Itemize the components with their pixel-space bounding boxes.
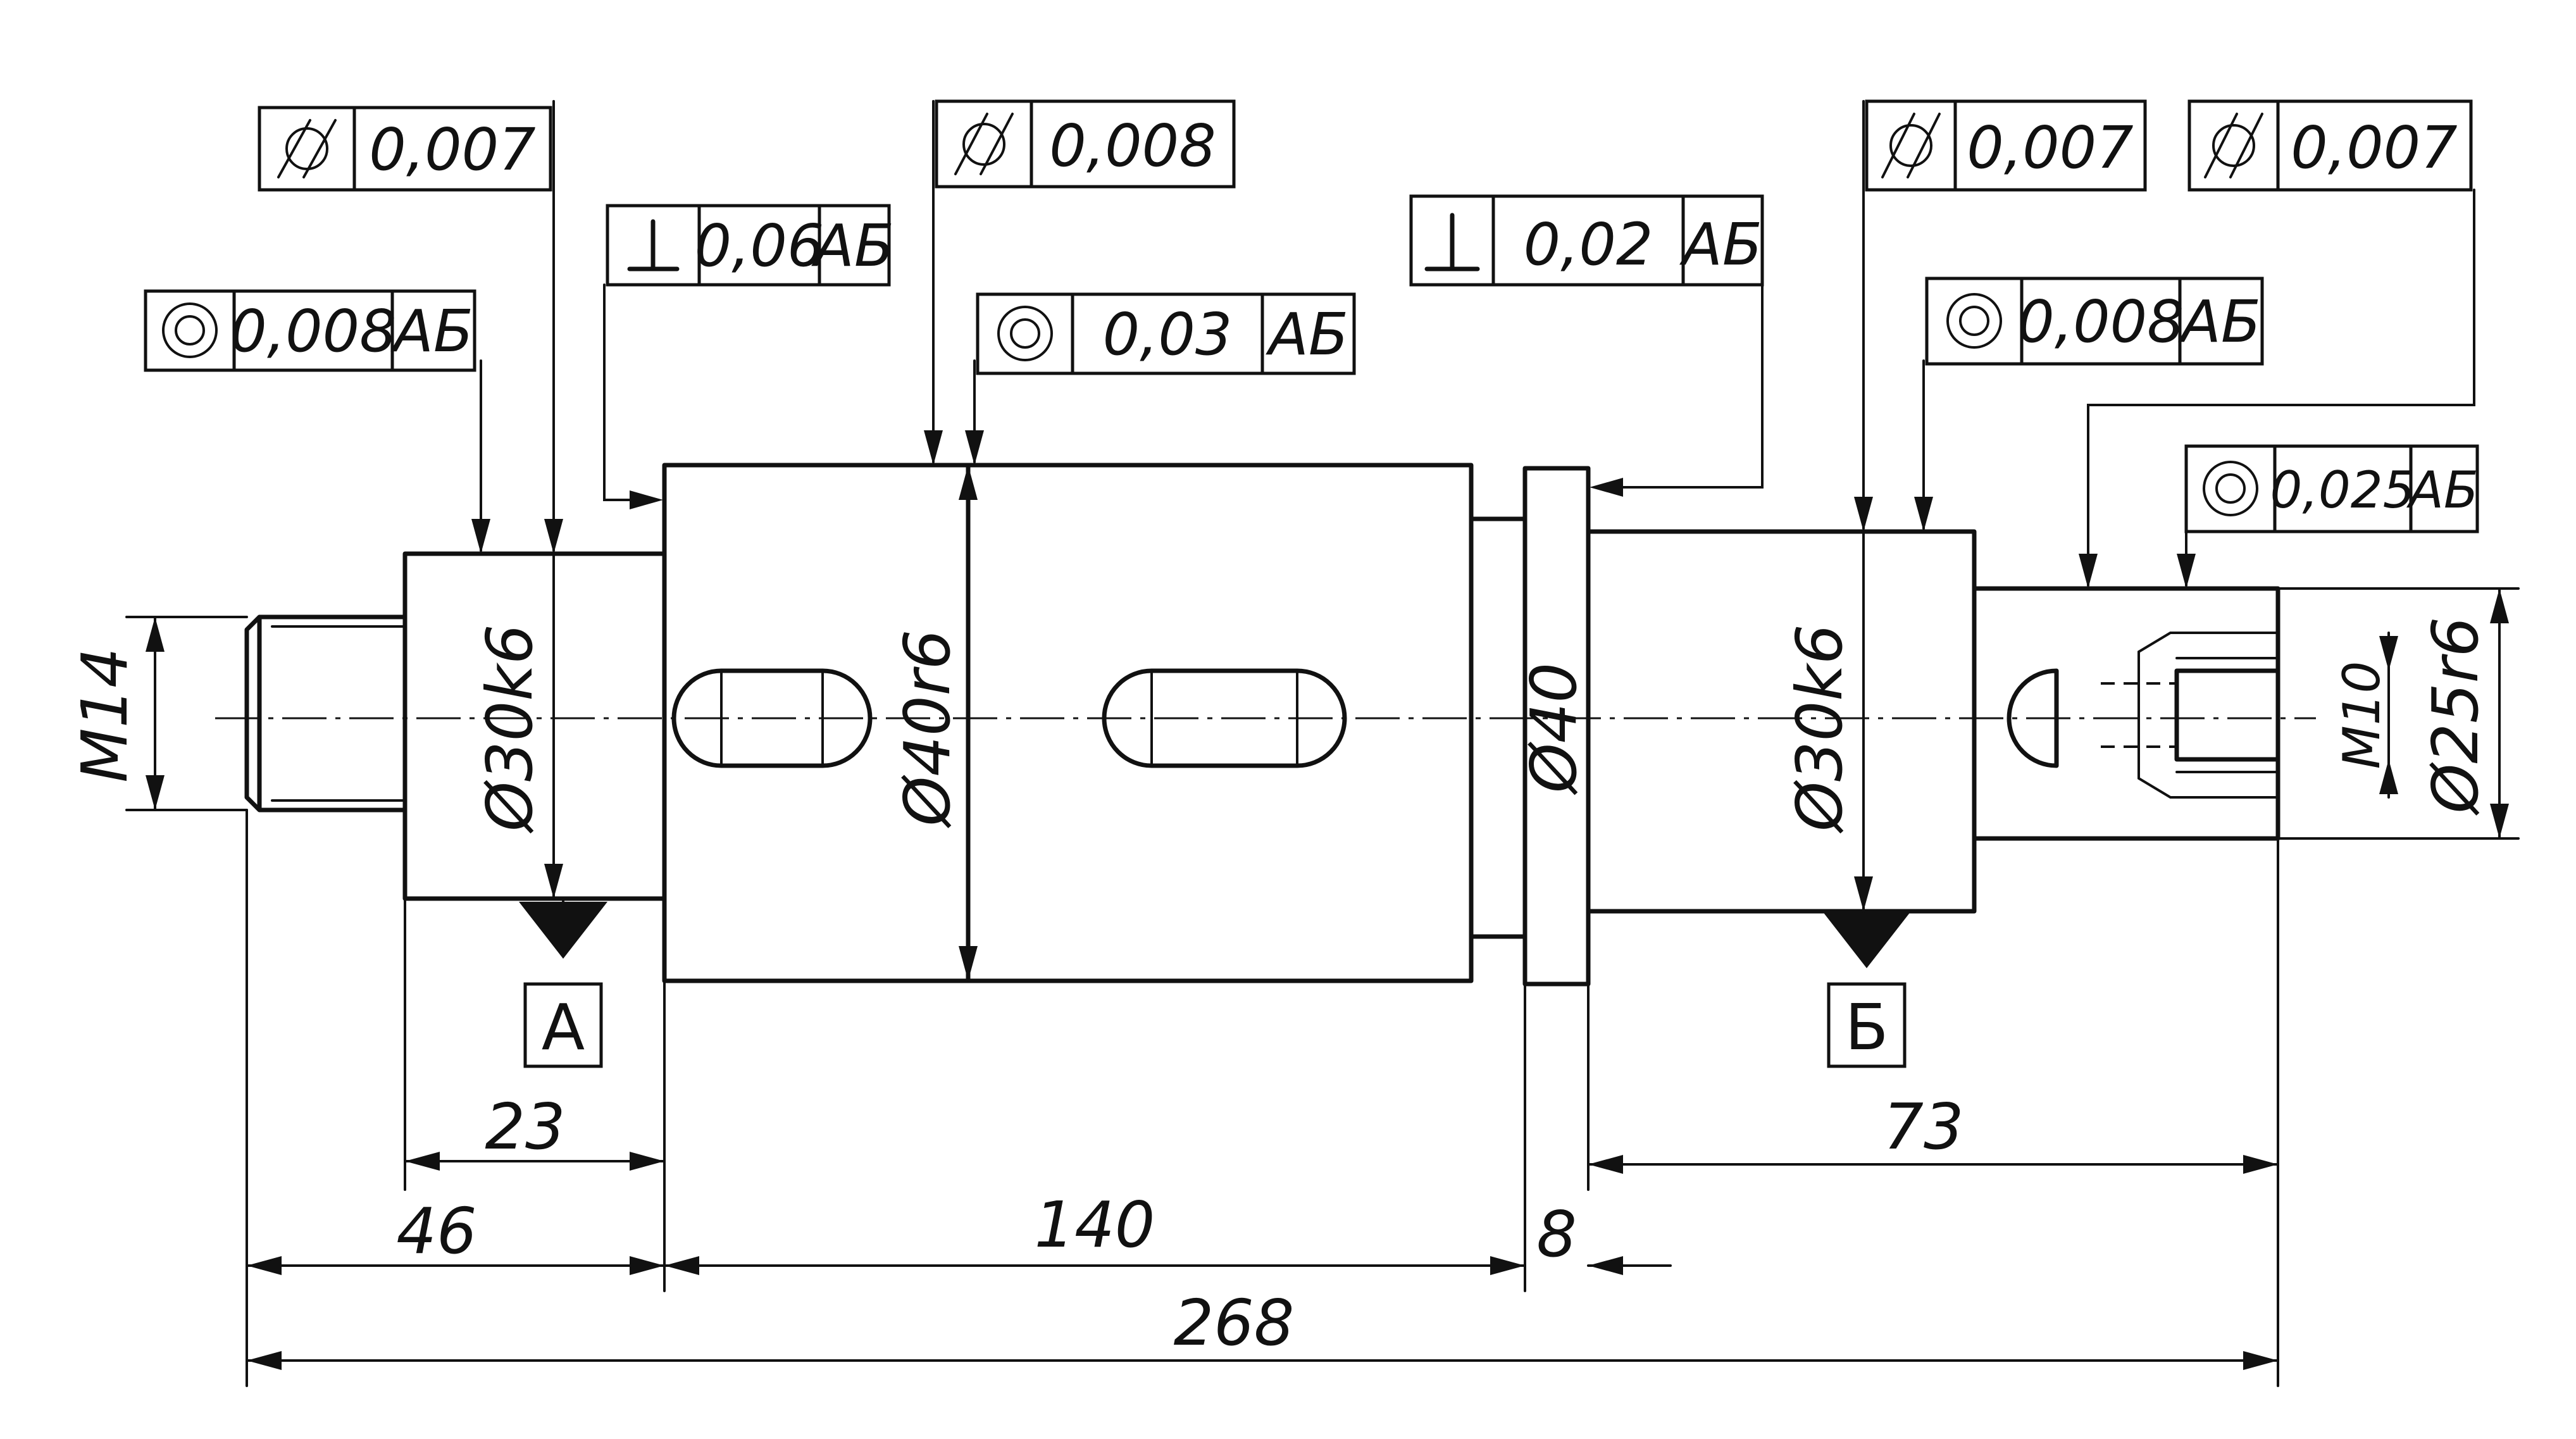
datum-a-label: А [542,990,585,1064]
dim-d40r6: Ø40r6 [890,630,964,829]
datum-a: А [519,897,607,1068]
datum-conc-right: АБ [2178,288,2261,356]
dim-268: 268 [1174,1286,1295,1360]
dim-8: 8 [1536,1197,1577,1271]
tol-conc-end: 0,025 [2270,461,2415,520]
dim-140: 140 [1035,1188,1155,1262]
perpendicularity-icon [1424,213,1480,271]
frame-conc-end: 0,025 АБ [2184,444,2479,533]
cylindricity-icon [277,119,337,178]
cylindricity-icon [1881,113,1941,178]
tol-conc-mid: 0,03 [1103,301,1233,368]
tol-perp-left: 0,06 [695,212,824,280]
concentricity-icon [162,302,218,358]
dimensions: 23 46 140 8 73 268 M14 Ø30k6 Ø40r6 Ø40 [68,464,2520,1387]
dim-d30k6-left: Ø30k6 [473,624,547,834]
concentricity-icon [2203,461,2258,516]
concentricity-icon [1946,293,2002,349]
frame-conc-mid: 0,03 АБ [976,292,1356,375]
frame-conc-left: 0,008 АБ [144,289,476,372]
tol-cyl-right1: 0,007 [1967,114,2133,182]
datum-b: Б [1822,910,1911,1068]
frame-cyl-right2: 0,007 [2187,99,2473,192]
dim-m14: M14 [68,647,142,783]
frame-cyl-right1: 0,007 [1865,99,2147,192]
leader-lines [471,100,2475,589]
datum-perp-left: АБ [811,212,894,280]
tol-cyl-left: 0,007 [369,116,535,184]
shaft-outline [215,463,2316,987]
tol-perp-right: 0,02 [1524,211,1653,278]
frame-cyl-mid: 0,008 [935,99,1236,189]
cylindricity-icon [954,113,1014,175]
tol-conc-right: 0,008 [2017,288,2184,356]
frame-perp-left: 0,06 АБ [606,204,894,287]
frame-perp-right: 0,02 АБ [1409,194,1764,287]
dim-46: 46 [396,1194,476,1268]
frame-conc-right: 0,008 АБ [1925,277,2264,366]
datum-b-label: Б [1845,990,1889,1064]
datum-conc-mid: АБ [1266,301,1348,368]
perpendicularity-icon [627,219,680,271]
tol-cyl-right2: 0,007 [2291,114,2457,182]
datum-perp-right: АБ [1679,211,1762,278]
tol-cyl-mid: 0,008 [1049,112,1216,180]
dim-d30k6-right: Ø30k6 [1783,624,1857,834]
tol-conc-left: 0,008 [230,297,396,365]
concentricity-icon [997,306,1053,361]
datum-conc-end: АБ [2406,461,2479,520]
dim-73: 73 [1883,1090,1963,1164]
datum-conc-left: АБ [390,297,473,365]
dim-d40: Ø40 [1517,663,1591,795]
dim-d25r6: Ø25r6 [2418,617,2492,816]
dim-m10: M10 [2332,661,2391,769]
frame-cyl-left: 0,007 [258,106,552,192]
cylindricity-icon [2204,113,2263,178]
dim-23: 23 [485,1090,565,1164]
